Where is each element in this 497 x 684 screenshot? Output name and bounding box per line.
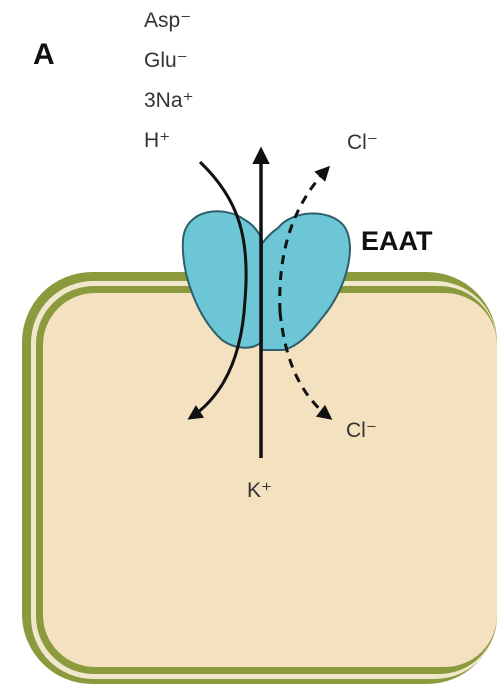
cl-intracellular-label: Cl⁻ <box>346 420 377 441</box>
cl-extracellular-label: Cl⁻ <box>347 132 378 153</box>
substrate-h: H⁺ <box>144 130 170 151</box>
k-ion-label: K⁺ <box>247 480 272 501</box>
substrate-glu: Glu⁻ <box>144 50 188 71</box>
transporter-label: EAAT <box>361 228 433 255</box>
panel-label: A <box>33 40 55 70</box>
substrate-na: 3Na⁺ <box>144 90 194 111</box>
substrate-asp: Asp⁻ <box>144 10 191 31</box>
